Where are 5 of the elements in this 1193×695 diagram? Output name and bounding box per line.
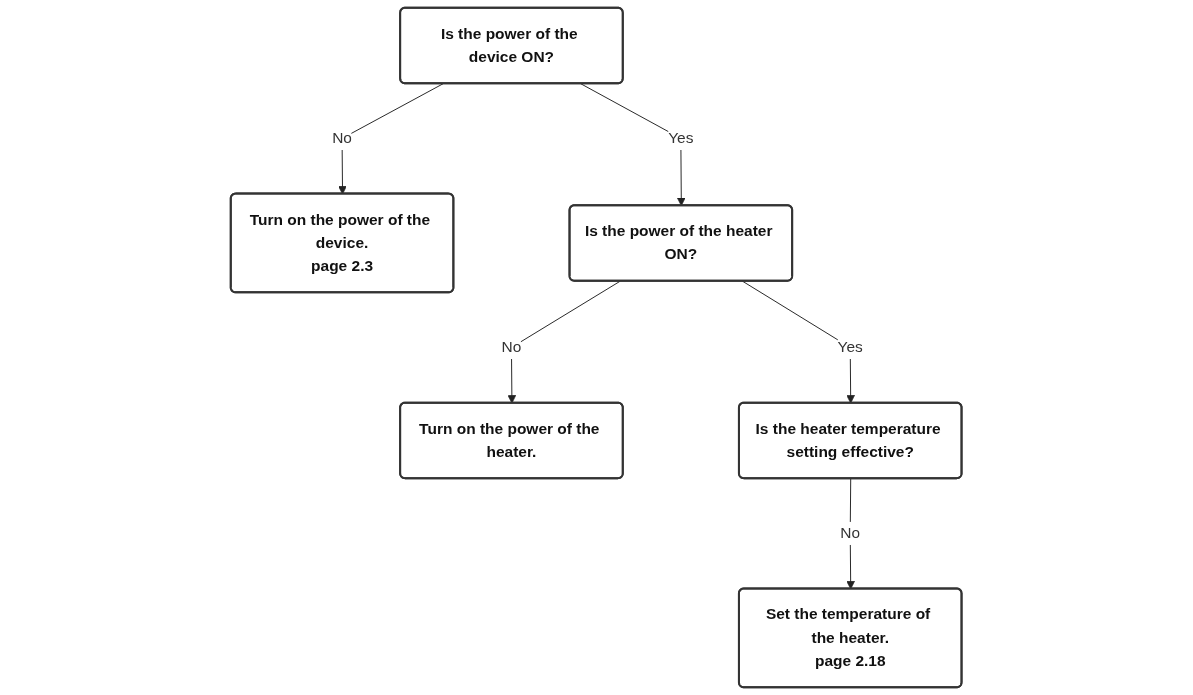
edge-label: No [840,524,861,542]
edge-label: Yes [837,338,864,356]
edge-label: No [501,338,522,356]
edge-label: Yes [668,129,694,147]
edge-label: No [332,129,353,147]
